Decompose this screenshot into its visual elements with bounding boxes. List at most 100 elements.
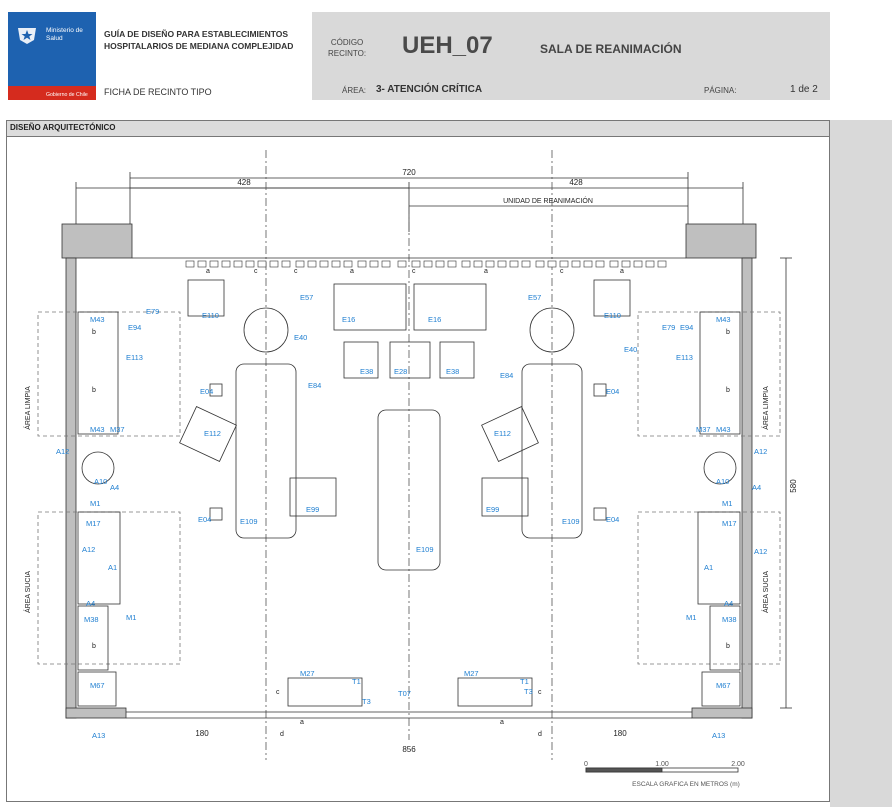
label-m17-left: M17 <box>86 519 101 528</box>
label-c: c <box>538 689 542 696</box>
label-b: b <box>726 387 730 394</box>
label-m17-right: M17 <box>722 519 737 528</box>
cart-m27-right <box>457 677 533 707</box>
label-m37-right: M37 <box>696 425 711 434</box>
chile-crest-icon <box>18 28 36 44</box>
label-e28: E28 <box>394 367 407 376</box>
label-a1-right: A1 <box>704 563 713 572</box>
label-a4-right: A4 <box>752 483 761 492</box>
label-d: d <box>280 731 284 738</box>
label-e38-left: E38 <box>360 367 373 376</box>
dim-bottom-right: 180 <box>613 729 627 738</box>
label-e04-left-top: E04 <box>200 387 213 396</box>
label-a: a <box>206 268 210 275</box>
label-a4-right-bottom: A4 <box>724 599 733 608</box>
equipment-e38-right <box>439 341 475 379</box>
label-e04-left: E04 <box>198 515 211 524</box>
label-e113-left: E113 <box>126 353 143 362</box>
workstation-right <box>413 283 487 331</box>
zone-clean-left: ÁREA LIMPIA <box>23 386 32 430</box>
label-e112-right: E112 <box>494 429 511 438</box>
label-t3-right: T3 <box>524 687 533 696</box>
counter-left-top <box>77 311 119 435</box>
clean-zone-right <box>637 311 781 437</box>
patient-bed-left <box>235 363 297 539</box>
counter-right-top <box>699 311 741 435</box>
equipment-e38-left <box>343 341 379 379</box>
dim-bottom-total: 856 <box>402 745 416 754</box>
page-value: 1 de 2 <box>790 84 818 95</box>
label-e40-left: E40 <box>294 333 307 342</box>
label-a1-left: A1 <box>108 563 117 572</box>
label-e110-right: E110 <box>604 311 621 320</box>
label-e16-left: E16 <box>342 315 355 324</box>
label-m38-left: M38 <box>84 615 99 624</box>
wall-right <box>741 257 753 719</box>
label-e38-right: E38 <box>446 367 459 376</box>
outlet-e04 <box>209 383 223 397</box>
cabinet-m67-left <box>77 671 117 707</box>
label-a12-right: A12 <box>754 547 767 556</box>
clean-zone-left <box>37 311 181 437</box>
scale-tick-0: 0 <box>584 761 588 768</box>
label-a10-left: A10 <box>94 477 107 486</box>
label-c: c <box>412 268 416 275</box>
label-a13-right: A13 <box>712 731 725 740</box>
side-panel <box>830 120 892 807</box>
label-t07: T07 <box>398 689 411 698</box>
label-m27-left: M27 <box>300 669 315 678</box>
label-b: b <box>92 643 96 650</box>
label-e109-right: E109 <box>562 517 580 526</box>
label-e84-right: E84 <box>500 371 513 380</box>
label-b: b <box>726 329 730 336</box>
zone-dirty-right: ÁREA SUCIA <box>761 571 770 613</box>
header-info-box <box>312 12 830 100</box>
label-t3-left: T3 <box>362 697 371 706</box>
label-c: c <box>276 689 280 696</box>
label-e109-center: E109 <box>416 545 434 554</box>
label-m43-right: M43 <box>716 425 731 434</box>
label-a12-left: A12 <box>82 545 95 554</box>
surgical-lamp-right <box>529 307 575 353</box>
cabinet-right <box>709 605 741 671</box>
label-m67-right: M67 <box>716 681 731 690</box>
floor-plan: 720 428 428 UNIDAD DE REANIMACIÓN 856 18… <box>23 150 798 788</box>
room-code: UEH_07 <box>402 32 493 59</box>
dim-height: 580 <box>789 479 798 493</box>
dirty-zone-left <box>37 511 181 665</box>
counter-right-bottom <box>697 511 741 605</box>
area-value: 3- ATENCIÓN CRÍTICA <box>376 84 483 95</box>
cabinet-left <box>77 605 109 671</box>
cart-m27-left <box>287 677 363 707</box>
label-b: b <box>92 329 96 336</box>
label-m38-right: M38 <box>722 615 737 624</box>
section-title: DISEÑO ARQUITECTÓNICO <box>10 123 116 132</box>
label-a: a <box>484 268 488 275</box>
zone-dirty-left: ÁREA SUCIA <box>23 571 32 613</box>
label-m37-left: M37 <box>110 425 125 434</box>
wall-bottom-left <box>65 707 127 719</box>
label-e57-right: E57 <box>528 293 541 302</box>
outlet-e04 <box>593 383 607 397</box>
dim-total-top: 720 <box>402 168 416 177</box>
wall-top-right <box>685 223 757 259</box>
label-e04-right: E04 <box>606 515 619 524</box>
dirty-zone-right <box>637 511 781 665</box>
outlet-e04 <box>593 507 607 521</box>
label-t1-right: T1 <box>520 677 529 686</box>
patient-bed-center <box>377 409 441 571</box>
label-m27-right: M27 <box>464 669 479 678</box>
equipment-e110-left <box>187 279 225 317</box>
zone-clean-right: ÁREA LIMPIA <box>761 386 770 430</box>
scale-tick-1: 1.00 <box>655 761 669 768</box>
workstation-left <box>333 283 407 331</box>
code-label-line2: RECINTO: <box>328 49 367 58</box>
unit-label: UNIDAD DE REANIMACIÓN <box>503 196 593 205</box>
label-a: a <box>350 268 354 275</box>
label-e04-right-top: E04 <box>606 387 619 396</box>
label-b: b <box>726 643 730 650</box>
wall-bottom-right <box>691 707 753 719</box>
monitor-e112-right <box>481 406 539 462</box>
label-a: a <box>620 268 624 275</box>
outlet-row <box>185 260 667 268</box>
